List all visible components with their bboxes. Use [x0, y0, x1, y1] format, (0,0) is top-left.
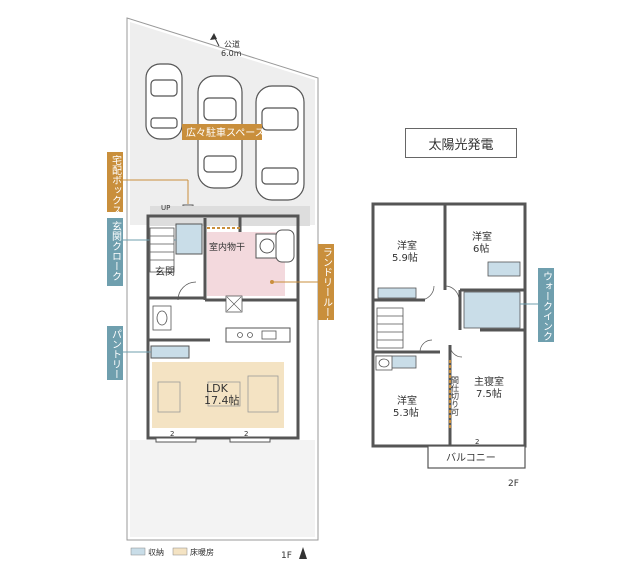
floor2-door-mark: 2: [475, 438, 479, 446]
toilet-icon: [375, 355, 393, 371]
legend-heating-swatch: [172, 547, 188, 556]
entry-closet: [175, 223, 203, 255]
kitchen-counter: [225, 327, 291, 343]
walk-in-closet-callout: [538, 268, 554, 342]
bathtub-icon: [275, 229, 295, 263]
balcony: [427, 445, 526, 469]
road-arrow-icon: [210, 33, 220, 47]
balcony-label: バルコニー: [446, 452, 496, 464]
pantry-label: パントリー: [110, 329, 122, 379]
partition-label: 間仕切り可: [451, 376, 460, 416]
window-mark-2: 2: [244, 430, 248, 438]
stairs-2f: [376, 307, 404, 349]
toilet-icon: [152, 305, 172, 331]
indoor-drying-label: 室内物干: [209, 241, 245, 253]
entry-closet-callout: [107, 218, 123, 286]
legend-storage-swatch: [130, 547, 146, 556]
laundry-label: ランドリールーム: [321, 247, 333, 327]
delivery-box-label: 宅配ボックス: [110, 154, 122, 215]
parking-callout-label: 広々駐車スペース: [186, 126, 265, 139]
solar-panel-label: 太陽光発電: [405, 128, 517, 158]
parking-callout: [182, 124, 262, 140]
garden-area: [130, 440, 315, 537]
floor1-level: 1F: [281, 551, 292, 561]
room2-size: 6帖: [473, 242, 489, 255]
pantry-callout: [107, 326, 123, 380]
floor1-walls: [146, 214, 300, 440]
master-name: 主寝室: [474, 375, 504, 388]
road-width: 6.0m: [221, 49, 242, 58]
closet-room1: [377, 287, 417, 299]
delivery-box-callout: [107, 152, 123, 212]
north-arrow-icon: [299, 547, 307, 559]
legend-heating-label: 床暖房: [190, 547, 214, 557]
room1-size: 5.9帖: [392, 251, 418, 264]
road-label: 公道: [224, 39, 240, 49]
room3-name: 洋室: [397, 394, 417, 407]
door-swings: [419, 285, 463, 358]
walk-in-closet-label: ウォークインクローゼット: [541, 271, 553, 391]
entry-closet-label: 玄関クローク: [110, 220, 122, 281]
window-marks: [155, 437, 271, 443]
car-icon: [255, 85, 305, 201]
washer-icon: [255, 233, 279, 259]
dining-set: [157, 375, 279, 413]
stairs-1f: [149, 227, 175, 273]
ldk-size: 17.4帖: [204, 394, 240, 407]
walk-in-closet: [463, 291, 521, 329]
up-label: UP: [161, 204, 170, 212]
laundry-callout: [318, 244, 334, 320]
room3-size: 5.3帖: [393, 406, 419, 419]
car-icon: [145, 63, 183, 140]
window-mark-1: 2: [170, 430, 174, 438]
pantry-storage: [150, 345, 190, 359]
master-size: 7.5帖: [476, 387, 502, 400]
room2-name: 洋室: [472, 230, 492, 243]
entrance-label: 玄関: [155, 265, 175, 278]
ldk-floor-heating: [152, 362, 284, 428]
room1-name: 洋室: [397, 239, 417, 252]
closet-room2: [487, 261, 521, 277]
ldk-label: LDK: [206, 382, 229, 395]
floor2-level: 2F: [508, 479, 519, 489]
legend-storage-label: 収納: [148, 547, 164, 557]
